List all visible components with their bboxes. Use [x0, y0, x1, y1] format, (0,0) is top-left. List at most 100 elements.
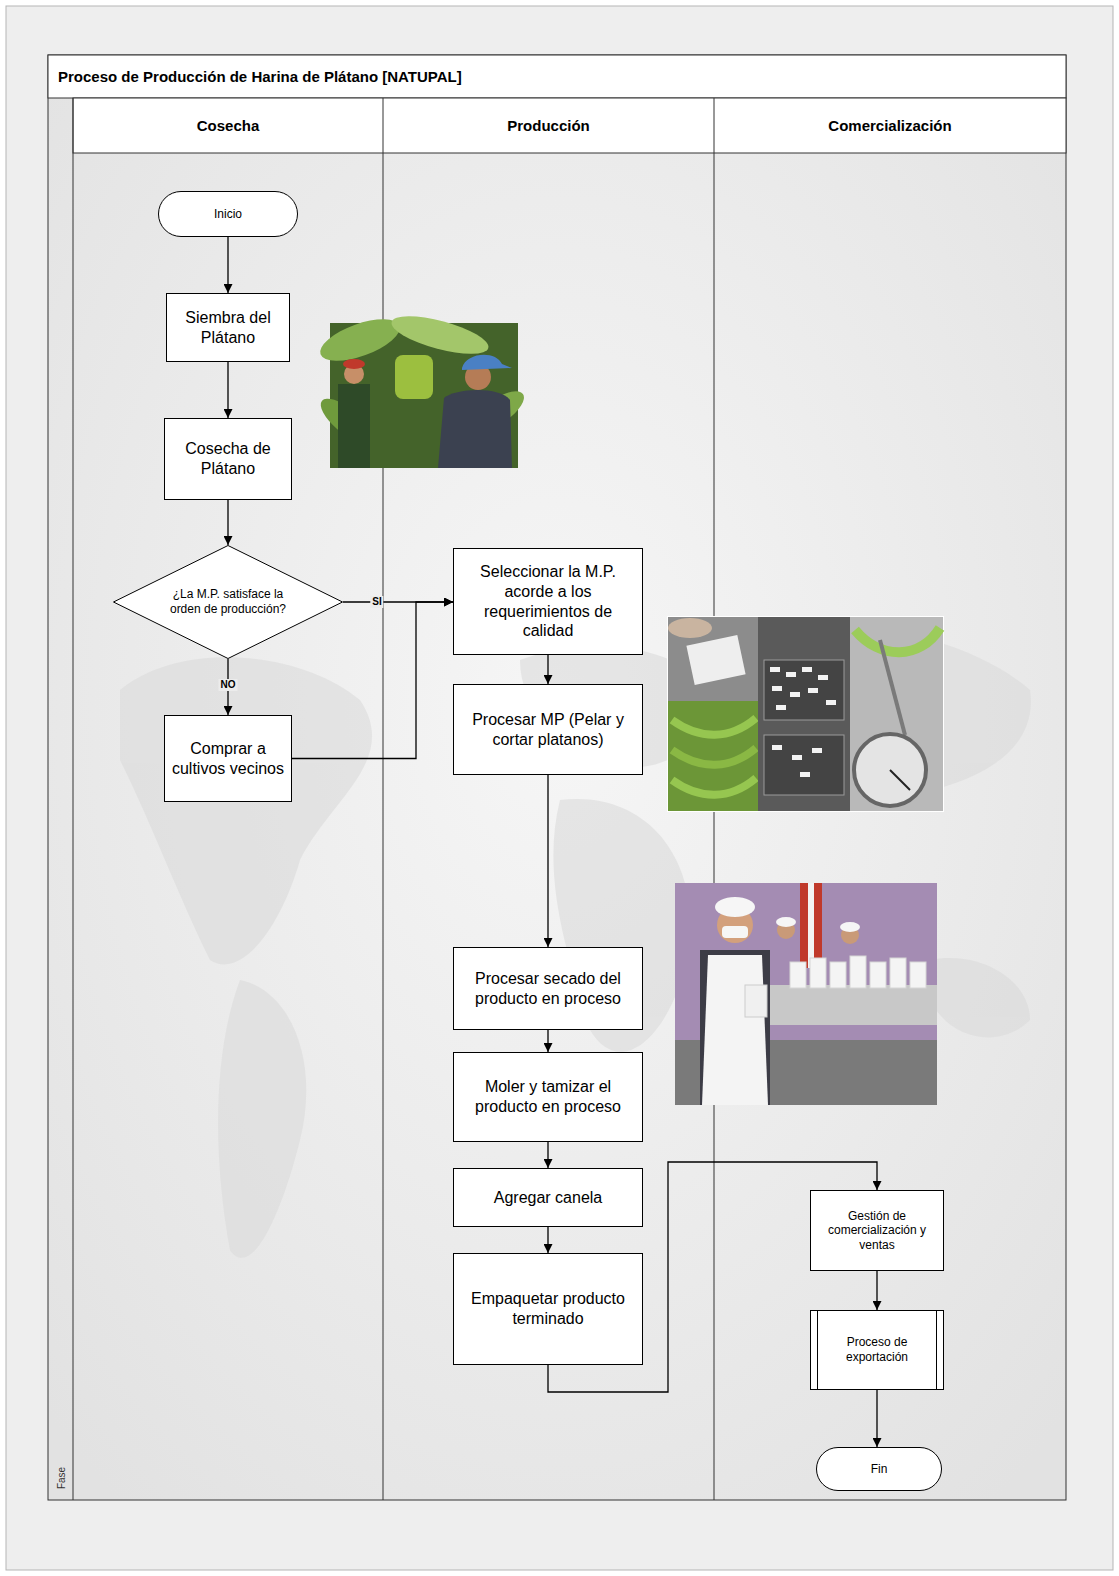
swimlane: Seleccionar la M.P. acorde a los requeri… — [383, 98, 714, 1500]
processing-photo-part — [772, 686, 782, 691]
processing-photo-part — [764, 660, 844, 720]
packing-photo-part — [830, 962, 846, 988]
world-map-watermark-part — [218, 980, 306, 1258]
pool-grid-part — [383, 98, 384, 1500]
node-label: Proceso de exportación — [821, 1335, 933, 1364]
connector-arrow — [547, 1227, 548, 1253]
pool-grid-part — [48, 55, 1066, 98]
node-label: Siembra del Plátano — [173, 308, 283, 347]
process-box: Procesar secado del producto en proceso — [453, 947, 643, 1030]
processing-photo-part — [764, 735, 844, 795]
subprocess-side — [936, 1311, 937, 1390]
process-box: Procesar MP (Pelar y cortar platanos) — [453, 684, 643, 775]
connector-arrow — [547, 775, 548, 947]
process-box: Comprar a cultivos vecinos — [164, 715, 292, 802]
world-map-watermark-part — [120, 657, 372, 964]
node-label: Moler y tamizar el producto en proceso — [460, 1077, 636, 1116]
subprocess-side — [817, 1311, 818, 1390]
processing-photo-part — [802, 667, 812, 672]
processing-photo-part — [790, 692, 800, 697]
packing-photo-part — [890, 958, 906, 988]
process-box: Seleccionar la M.P. acorde a los requeri… — [453, 548, 643, 655]
processing-photo-part — [818, 675, 828, 680]
node-label: Seleccionar la M.P. acorde a los requeri… — [460, 562, 636, 640]
process-box: Siembra del Plátano — [166, 293, 290, 362]
node-label: Empaquetar producto terminado — [460, 1289, 636, 1328]
node-label: Gestión de comercialización y ventas — [817, 1209, 937, 1253]
process-box: Cosecha de Plátano — [164, 418, 292, 500]
page-frame — [6, 6, 1113, 1570]
packing-photo-part — [700, 950, 770, 1105]
phase-label: Fase — [56, 1467, 67, 1489]
plantation-photo-part — [315, 311, 405, 370]
subprocess-box: Proceso de exportación — [810, 1310, 944, 1390]
processing-photo-part — [792, 755, 802, 760]
processing-photo-part — [668, 701, 758, 811]
processing-photo-part — [772, 745, 782, 750]
connector-arrow — [227, 500, 228, 545]
processing-photo-part — [672, 748, 756, 765]
processing-photo-part — [850, 617, 943, 811]
processing-photo-part — [826, 700, 836, 705]
packing-photo-part — [790, 962, 806, 988]
process-box: Agregar canela — [453, 1168, 643, 1227]
plantation-photo-part — [388, 309, 492, 362]
diamond-outline — [114, 546, 343, 659]
connector-arrow — [547, 1030, 548, 1052]
plantation-photo-part — [338, 384, 370, 468]
edge-label: SI — [370, 596, 383, 608]
packing-photo-part — [808, 883, 814, 968]
processing-photo-part — [776, 705, 786, 710]
process-box: Moler y tamizar el producto en proceso — [453, 1052, 643, 1142]
diagram-title: Proceso de Producción de Harina de Pláta… — [58, 55, 462, 98]
node-label: Comprar a cultivos vecinos — [171, 739, 285, 778]
processing-photo-part — [668, 618, 712, 638]
lane-header: Producción — [383, 98, 714, 153]
processing-photo-part — [686, 635, 745, 685]
processing-photo-part — [672, 718, 756, 735]
connector-arrow — [227, 362, 228, 418]
swimlane: InicioSiembra del PlátanoCosecha de Plát… — [73, 98, 383, 1500]
packing-photo-part — [870, 962, 886, 988]
connector-arrow — [876, 1390, 877, 1447]
process-box: Gestión de comercialización y ventas — [810, 1190, 944, 1271]
plantation-photo-part — [343, 359, 365, 369]
node-label: Inicio — [165, 207, 291, 222]
processing-photo-part — [786, 672, 796, 677]
plantation-photo-part — [438, 390, 512, 468]
process-box: Empaquetar producto terminado — [453, 1253, 643, 1365]
processing-photo-part — [812, 748, 822, 753]
connector-arrow — [547, 655, 548, 684]
node-label: Procesar secado del producto en proceso — [460, 969, 636, 1008]
packing-photo-part — [675, 883, 937, 1105]
decision-diamond: ¿La M.P. satisface la orden de producció… — [113, 545, 343, 659]
plantation-photo — [314, 309, 530, 468]
connector-arrow — [547, 1142, 548, 1168]
packing-photo-part — [814, 883, 822, 968]
swimlane: Gestión de comercialización y ventasProc… — [714, 98, 1066, 1500]
packing-photo-part — [722, 926, 748, 938]
processing-photo-part — [808, 688, 818, 693]
connector-arrow — [292, 602, 453, 759]
start-terminal: Inicio — [158, 191, 298, 237]
packing-photo-part — [840, 922, 860, 932]
processing-photo-part — [672, 778, 756, 795]
packing-photo — [675, 883, 937, 1105]
packing-photo-part — [910, 962, 926, 988]
packing-photo-part — [745, 985, 767, 1017]
packing-photo-part — [770, 985, 937, 1025]
processing-photo-part — [668, 617, 943, 811]
plantation-photo-part — [462, 355, 512, 370]
connector-arrow — [227, 237, 228, 293]
packing-photo-part — [800, 883, 808, 968]
node-label: Cosecha de Plátano — [171, 439, 285, 478]
processing-photo-part — [800, 772, 810, 777]
packing-photo-part — [810, 958, 826, 988]
packing-photo-part — [702, 955, 768, 1105]
page-frame-part — [48, 55, 1066, 1500]
packing-photo-part — [715, 897, 755, 917]
pool-grid-part — [73, 98, 74, 1500]
packing-photo-part — [776, 917, 796, 927]
processing-photo-part — [758, 617, 850, 811]
node-label: Agregar canela — [460, 1188, 636, 1208]
